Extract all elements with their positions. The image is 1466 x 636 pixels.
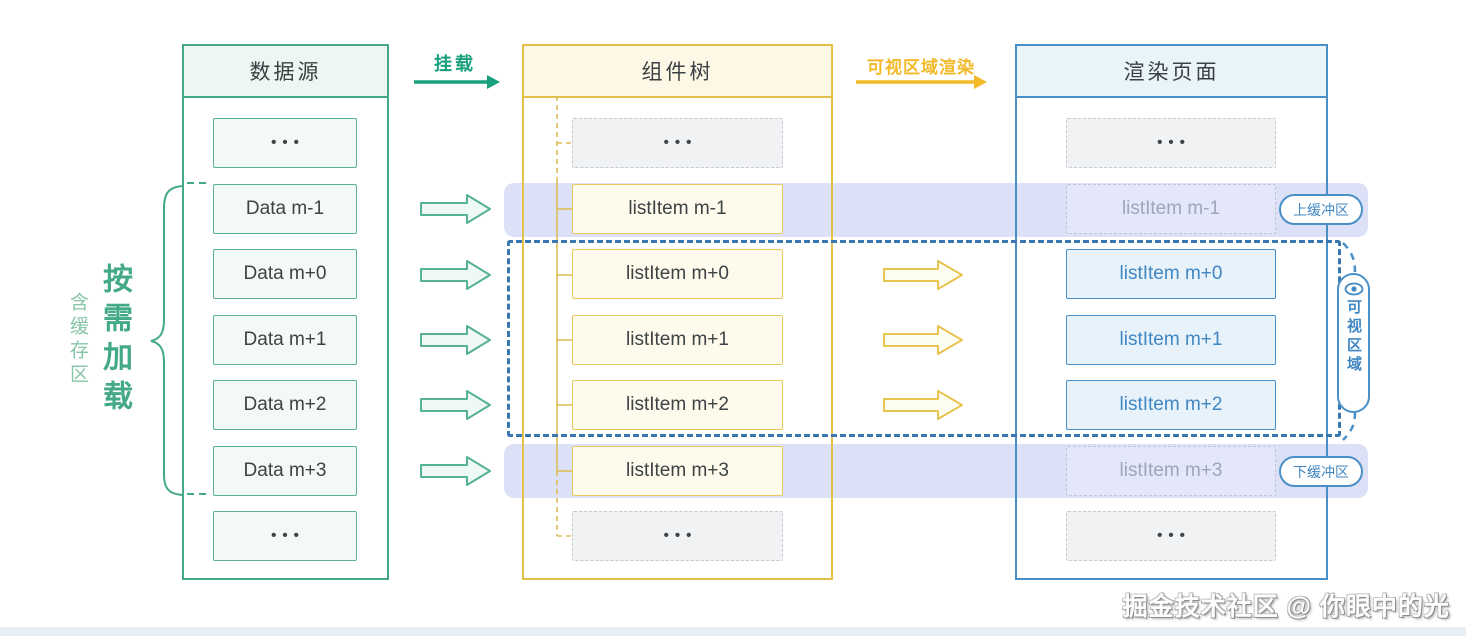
lower-buffer-badge: 下缓冲区 [1279, 456, 1363, 487]
render-page-column: 渲染页面 [1015, 44, 1328, 580]
watermark: 掘金技术社区 @ 你眼中的光 [1122, 593, 1450, 621]
data-flow-arrows [420, 194, 491, 486]
upper-buffer-badge: 上缓冲区 [1279, 194, 1363, 225]
tree-ellipsis-bottom: ••• [572, 511, 783, 561]
viewport-render-arrow-label: 可视区域渲染 [867, 58, 975, 77]
mount-arrow [414, 75, 500, 89]
datasource-ellipsis-top: ••• [213, 118, 357, 168]
component-tree-column: 组件树 [522, 44, 833, 580]
bottom-strip [0, 627, 1466, 636]
tree-ellipsis-top: ••• [572, 118, 783, 168]
datasource-item: Data m-1 [213, 184, 357, 234]
render-ellipsis-top: ••• [1066, 118, 1276, 168]
tree-item: listItem m+3 [572, 446, 783, 496]
mount-arrow-label: 挂载 [434, 54, 476, 74]
datasource-item: Data m+3 [213, 446, 357, 496]
render-item-visible: listItem m+2 [1066, 380, 1276, 430]
datasource-item: Data m+2 [213, 380, 357, 430]
tree-item: listItem m-1 [572, 184, 783, 234]
component-tree-title: 组件树 [524, 46, 831, 98]
render-item-visible: listItem m+1 [1066, 315, 1276, 365]
datasource-item: Data m+0 [213, 249, 357, 299]
datasource-title: 数据源 [184, 46, 387, 98]
load-on-demand-label: 按需加载 [98, 263, 131, 419]
datasource-item: Data m+1 [213, 315, 357, 365]
with-cache-label: 含缓存区 [67, 292, 88, 388]
viewport-badge-label: 可视区域 [1345, 299, 1362, 375]
tree-item: listItem m+2 [572, 380, 783, 430]
eye-icon [1344, 282, 1363, 296]
datasource-column: 数据源 [182, 44, 389, 580]
datasource-ellipsis-bottom: ••• [213, 511, 357, 561]
tree-item: listItem m+1 [572, 315, 783, 365]
render-ellipsis-bottom: ••• [1066, 511, 1276, 561]
render-item-visible: listItem m+0 [1066, 249, 1276, 299]
render-item-buffer: listItem m-1 [1066, 184, 1276, 234]
viewport-region-outline [507, 240, 1341, 437]
tree-item: listItem m+0 [572, 249, 783, 299]
render-item-buffer: listItem m+3 [1066, 446, 1276, 496]
viewport-badge: 可视区域 [1337, 273, 1370, 413]
render-page-title: 渲染页面 [1017, 46, 1326, 98]
